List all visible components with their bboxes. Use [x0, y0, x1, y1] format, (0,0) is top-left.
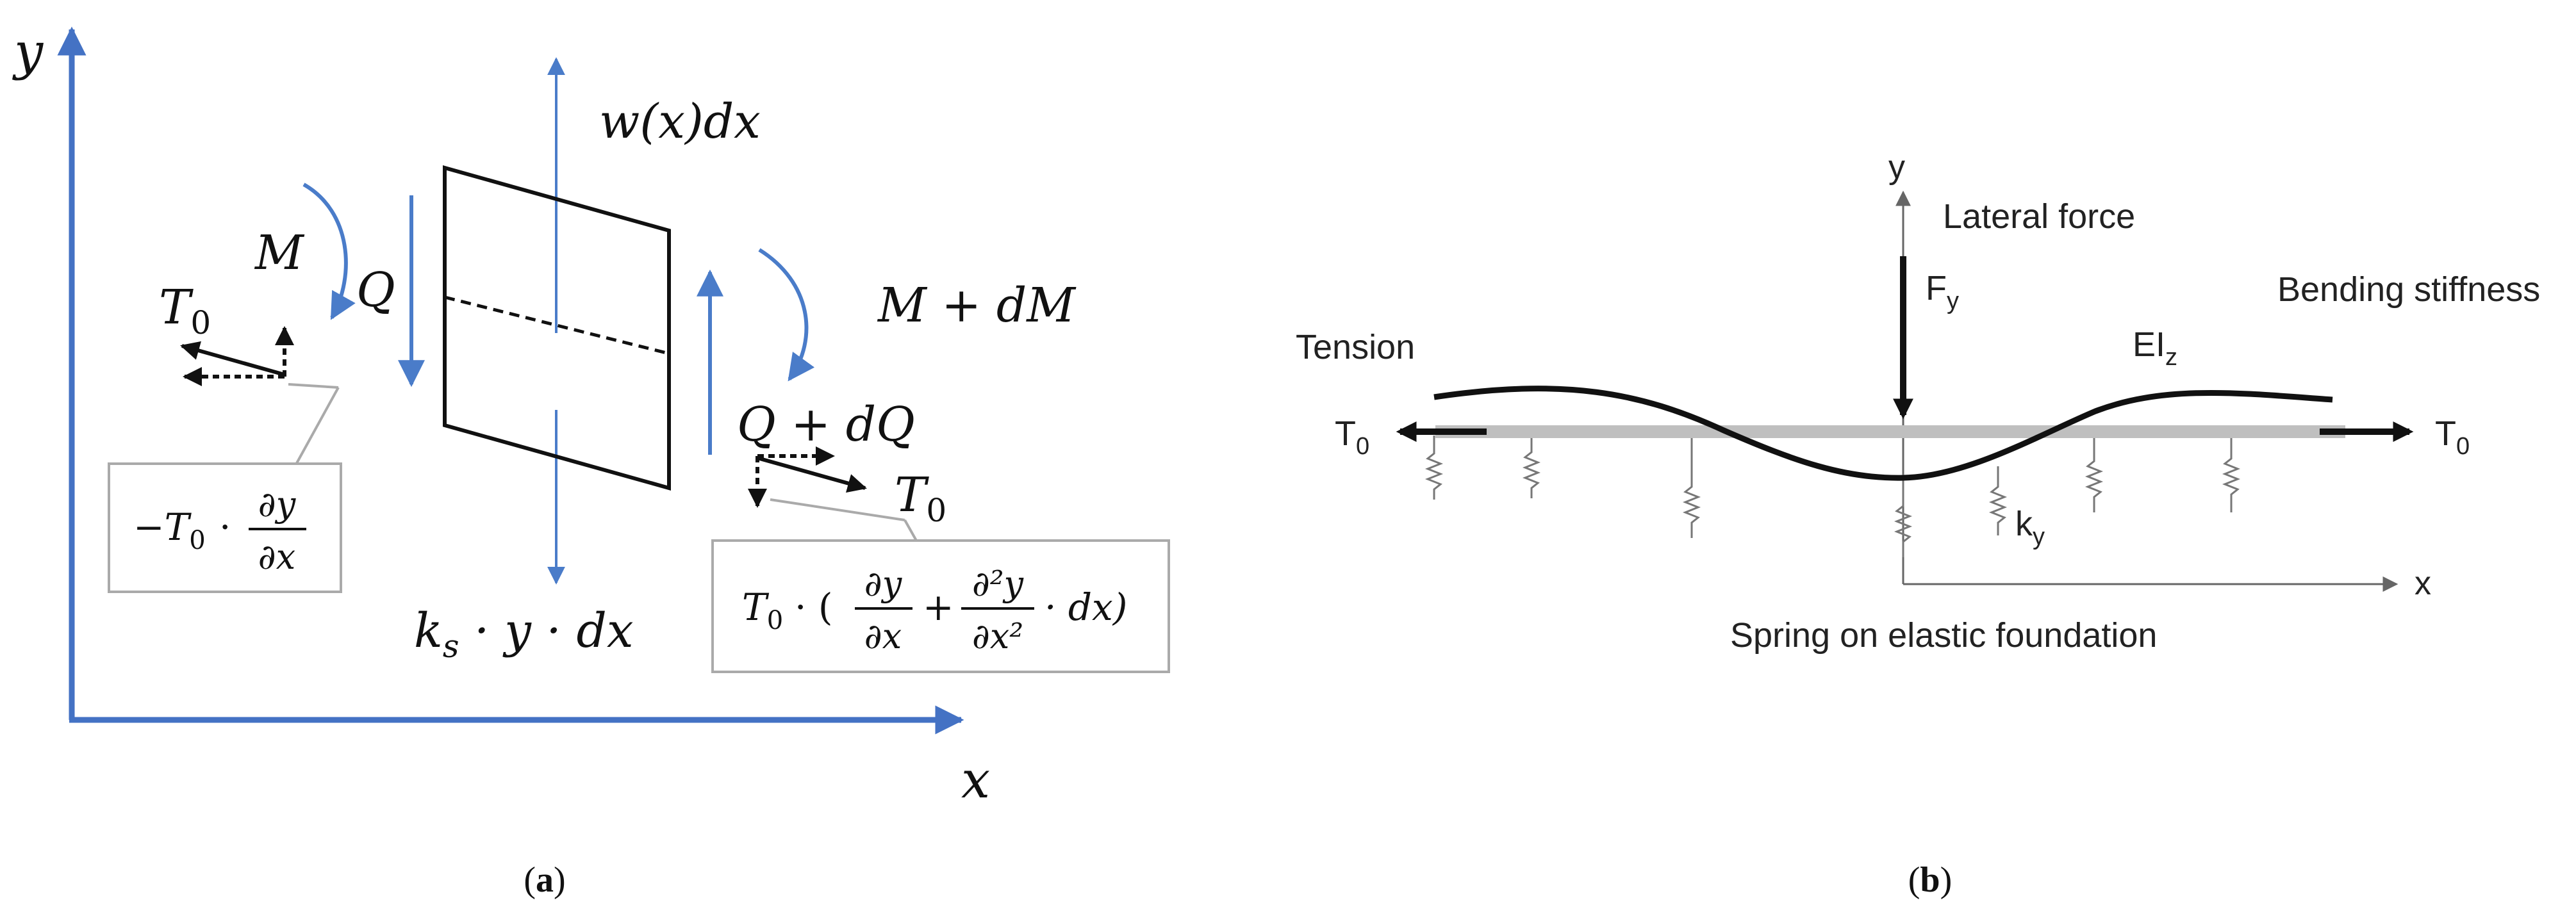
- spring: [1424, 436, 1444, 500]
- moment-right-label: M + dM: [877, 278, 1077, 333]
- moment-right-arrow: [758, 248, 815, 382]
- neutral-axis: [444, 295, 670, 355]
- moment-left-arrow: [302, 183, 356, 320]
- shear-left-label: Q: [356, 263, 395, 318]
- foundation-label: Spring on elastic foundation: [1730, 616, 2157, 655]
- box-right-numerator-2: ∂²y: [972, 564, 1025, 604]
- box-left-numerator: ∂y: [258, 484, 297, 525]
- box-right-numerator-1: ∂y: [864, 564, 903, 604]
- a-x-axis-label: x: [961, 750, 990, 810]
- box-right-prefix: T0: [742, 585, 783, 635]
- spring: [2085, 436, 2104, 512]
- moment-left-label: M: [254, 225, 305, 281]
- bending-stiffness-label: Bending stiffness: [2277, 270, 2540, 309]
- callout-left-leader-2: [288, 383, 339, 389]
- load-label: w(x)dx: [599, 94, 761, 149]
- spring: [1894, 474, 1913, 557]
- panel-b: y x Lateral force Fy Bending stiffness E…: [1296, 149, 2540, 900]
- callout-box-right: [711, 539, 1170, 673]
- spring: [2222, 436, 2241, 512]
- box-right-denominator-2: ∂x²: [972, 616, 1023, 656]
- t0-left-label: T0: [1335, 414, 1369, 460]
- b-y-axis-label: y: [1888, 149, 1905, 186]
- box-left-prefix: −T0: [133, 505, 206, 555]
- tension-right-arrow: [757, 456, 867, 493]
- box-right-mid: · (: [795, 585, 833, 629]
- beam-element: [443, 165, 671, 491]
- spring: [1682, 436, 1701, 538]
- box-right-tail: · dx): [1044, 585, 1127, 629]
- callout-right-leader: [770, 498, 905, 521]
- spring-force-label: ks · y · dx: [414, 603, 634, 665]
- caption-a: (a): [524, 860, 565, 900]
- spring: [1522, 436, 1541, 498]
- caption-b: (b): [1908, 860, 1952, 900]
- tension-left-arrow: [180, 341, 285, 377]
- shear-right-label: Q + dQ: [737, 397, 915, 452]
- box-right-plus: +: [923, 585, 954, 629]
- box-left-denominator: ∂x: [258, 537, 295, 577]
- lateral-force-label: Lateral force: [1943, 197, 2135, 236]
- straight-beam: [1435, 425, 2345, 438]
- callout-left-leader: [295, 387, 340, 465]
- box-right-denominator-1: ∂x: [864, 616, 902, 656]
- a-y-axis-label: y: [12, 22, 44, 81]
- panel-a: y x w(x)dx M Q T0 −T0 · ∂y ∂x M + dM Q +…: [12, 22, 1170, 900]
- spring-constant-label: ky: [2015, 505, 2045, 550]
- spring: [1988, 466, 2008, 535]
- deflected-beam: [1433, 386, 2333, 481]
- tension-right-label: T0: [895, 468, 946, 529]
- tension-label: Tension: [1296, 328, 1415, 366]
- t0-right-label: T0: [2435, 414, 2470, 460]
- callout-right-leader-2: [904, 519, 918, 541]
- force-label: Fy: [1926, 269, 1959, 314]
- foundation-springs: [1424, 436, 2241, 557]
- box-left-dot: ·: [219, 505, 231, 549]
- tension-left-label: T0: [159, 280, 211, 341]
- b-x-axis-label: x: [2415, 565, 2431, 602]
- ei-label: EIz: [2133, 325, 2177, 371]
